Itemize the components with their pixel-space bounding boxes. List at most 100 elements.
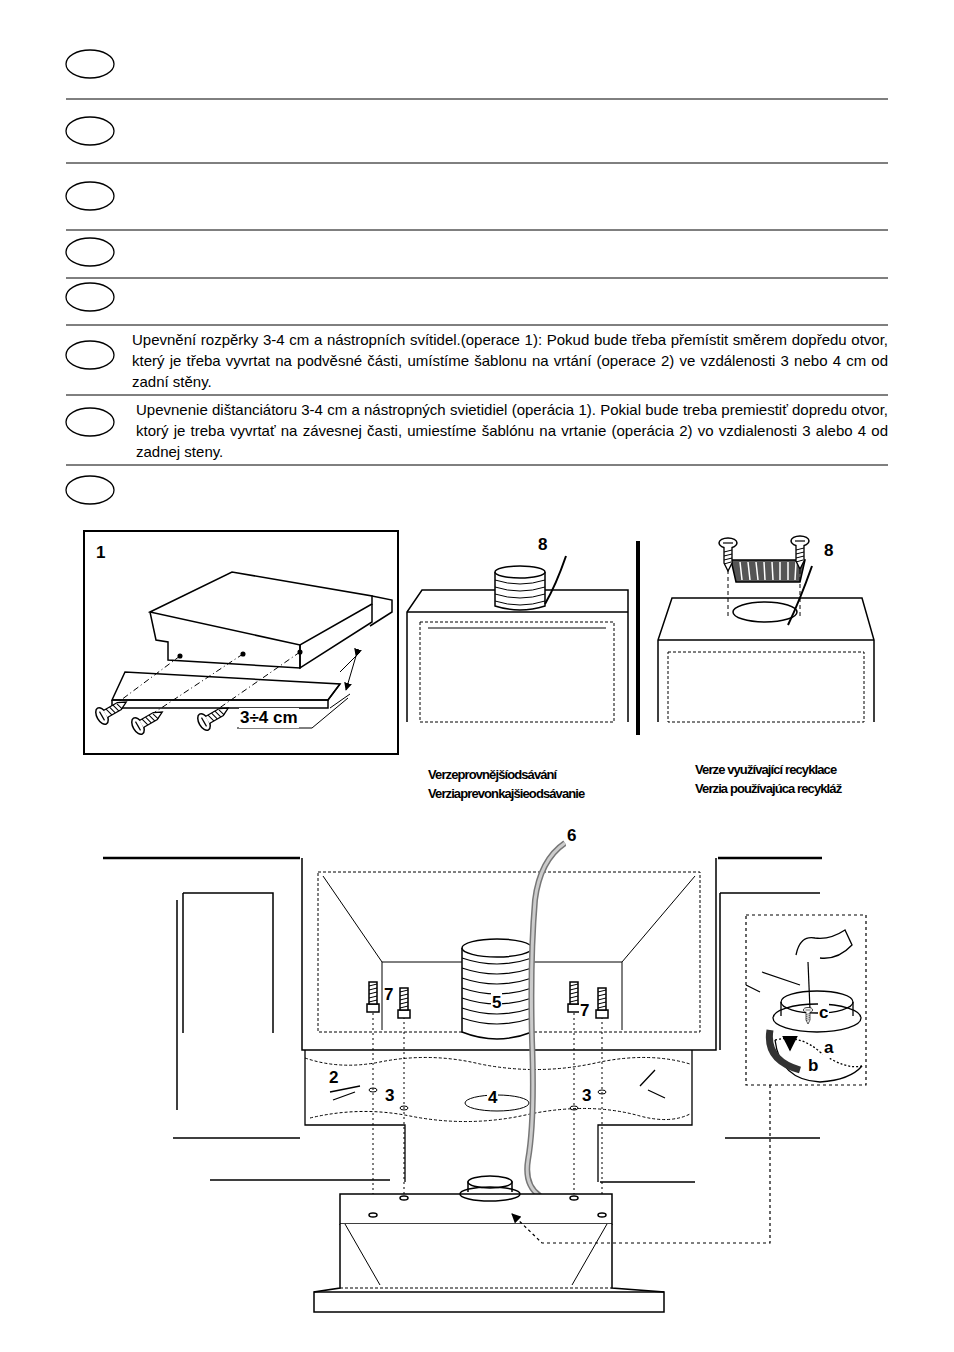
callout-number: 8	[823, 541, 834, 561]
cabinet-recirculation	[731, 560, 805, 582]
cabinet-recirculation	[733, 602, 797, 622]
row-lines	[66, 465, 888, 466]
screw	[129, 704, 167, 736]
duct	[462, 939, 532, 957]
kitchen-cabinets	[718, 857, 822, 860]
fixing-lines	[602, 1012, 603, 1215]
filter-inset	[796, 930, 852, 958]
screw	[367, 982, 608, 1018]
cabinet-recirculation	[658, 598, 874, 722]
cabinet-external	[545, 556, 566, 604]
callout-number: 7	[383, 985, 394, 1005]
filter-inset	[769, 1030, 800, 1070]
language-circle	[66, 50, 114, 504]
filter-inset	[789, 1036, 791, 1050]
drilling-template	[305, 1057, 690, 1069]
instruction-text: Upevnenie dištanciátoru 3-4 cm a nástrop…	[136, 399, 888, 462]
figure-spacer	[237, 698, 348, 728]
pointer-arrow	[512, 1085, 770, 1243]
hood	[314, 1291, 664, 1293]
version-caption: Verzeprovnějšíodsávání	[428, 765, 556, 784]
kitchen-cabinets	[173, 900, 390, 1180]
callout-number: 4	[487, 1088, 498, 1108]
callout-number: 3	[581, 1086, 592, 1106]
duct	[462, 958, 532, 1024]
screw	[719, 538, 737, 571]
drilling-template	[310, 1108, 690, 1121]
figure-spacer	[370, 596, 392, 626]
row-lines	[66, 99, 888, 465]
callout-number: 7	[579, 1001, 590, 1021]
screw	[195, 700, 233, 732]
figure-spacer	[112, 700, 328, 708]
screw	[367, 982, 379, 1012]
cabinet-recirculation	[728, 570, 800, 618]
row-lines	[66, 163, 888, 164]
filter-inset	[808, 962, 810, 1010]
fixing-lines	[574, 1008, 575, 1198]
version-caption: Verzia používajúca recykláž	[695, 779, 845, 798]
callout-letter: b	[807, 1056, 819, 1076]
cabinet-recirculation	[668, 652, 864, 722]
callout-letter: c	[818, 1003, 829, 1023]
figure-spacer	[112, 684, 340, 700]
row-lines	[66, 325, 888, 326]
duct	[462, 948, 532, 1039]
screw	[791, 536, 809, 569]
figure-spacer	[150, 612, 300, 668]
language-circle	[66, 408, 114, 436]
cabinet-recirculation	[788, 566, 812, 625]
figure-spacer	[346, 656, 356, 690]
cabinet-external	[407, 541, 638, 735]
language-circle	[66, 117, 114, 145]
kitchen-cabinets	[103, 857, 300, 860]
pointer-arrow	[512, 1085, 770, 1243]
cable	[527, 843, 565, 1196]
hood	[314, 1224, 664, 1312]
hood	[345, 1224, 607, 1285]
language-circle	[66, 476, 114, 504]
figure-spacer	[84, 531, 398, 754]
row-lines	[66, 99, 888, 100]
kitchen-cabinets	[103, 858, 822, 1182]
screw	[398, 988, 410, 1018]
row-lines	[66, 278, 888, 279]
cabinet-recirculation	[658, 560, 874, 722]
cabinet-external	[428, 628, 606, 629]
dimension: 3÷4 cm	[239, 708, 299, 728]
cabinet-external	[495, 566, 545, 578]
figure-spacer	[112, 672, 340, 700]
hood	[314, 1176, 664, 1312]
figure-spacer	[178, 654, 182, 658]
kitchen-cabinets	[302, 858, 716, 1050]
screw	[93, 694, 131, 726]
cabinet-external	[407, 611, 628, 613]
cabinet-recirculation	[658, 639, 874, 641]
filter-inset	[746, 915, 866, 1085]
cabinet-external	[495, 580, 545, 605]
kitchen-cabinets	[323, 876, 695, 962]
hood	[340, 1288, 612, 1289]
filter-inset	[781, 1002, 853, 1016]
hood	[460, 1187, 520, 1201]
language-circle	[66, 50, 114, 78]
fixing-lines	[373, 1008, 602, 1215]
cabinet-recirculation	[740, 562, 796, 580]
figure-spacer	[150, 572, 372, 645]
language-circle	[66, 238, 114, 266]
cabinet-external	[636, 541, 640, 735]
figure-spacer	[84, 531, 398, 754]
figure-number: 1	[95, 543, 106, 563]
cabinet-external	[420, 622, 614, 722]
screw	[596, 988, 608, 1018]
language-circle	[66, 283, 114, 311]
drilling-template	[305, 1057, 690, 1121]
figure-spacer	[330, 652, 360, 708]
instruction-text: Upevnění rozpěrky 3-4 cm a nástropních s…	[132, 329, 888, 392]
kitchen-cabinets	[183, 893, 273, 1033]
callout-number: 8	[537, 535, 548, 555]
callout-number: 3	[384, 1086, 395, 1106]
hood	[369, 1213, 377, 1217]
row-lines	[66, 230, 888, 231]
